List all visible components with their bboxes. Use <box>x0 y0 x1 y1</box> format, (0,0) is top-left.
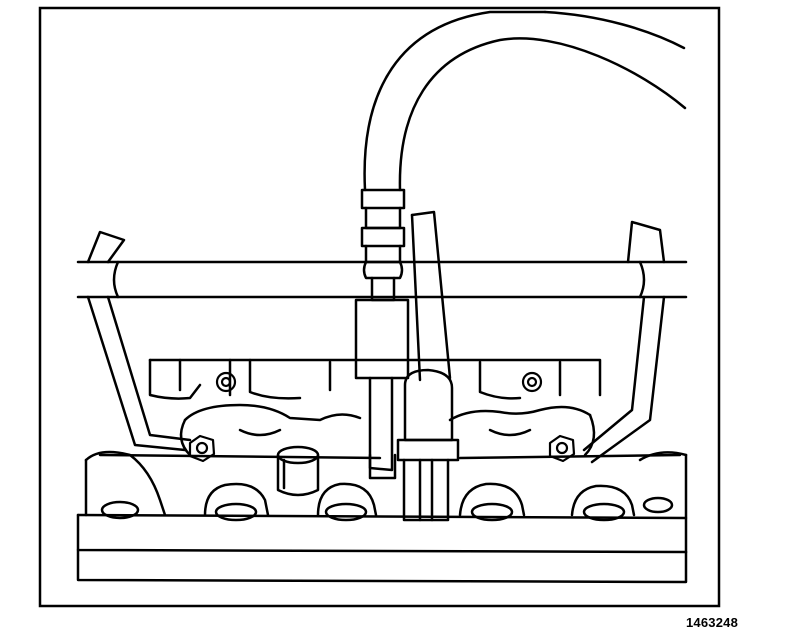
spark-plug-well <box>276 445 320 497</box>
fixture-rail <box>76 260 688 299</box>
bolt-right-upper <box>521 371 543 393</box>
figure-frame <box>38 6 721 608</box>
figure-number: 1463248 <box>685 615 738 630</box>
cylinder-head <box>76 358 688 584</box>
hose-coupler <box>360 188 406 302</box>
bracket-left <box>86 230 192 452</box>
valve-holding-tool <box>396 210 460 522</box>
bolt-right-lower <box>548 434 576 463</box>
spark-plug-adapter <box>354 298 410 480</box>
air-hose <box>363 10 687 192</box>
bracket-right <box>582 220 666 464</box>
bolt-left-upper <box>215 371 237 393</box>
bolt-left-lower <box>188 434 216 463</box>
